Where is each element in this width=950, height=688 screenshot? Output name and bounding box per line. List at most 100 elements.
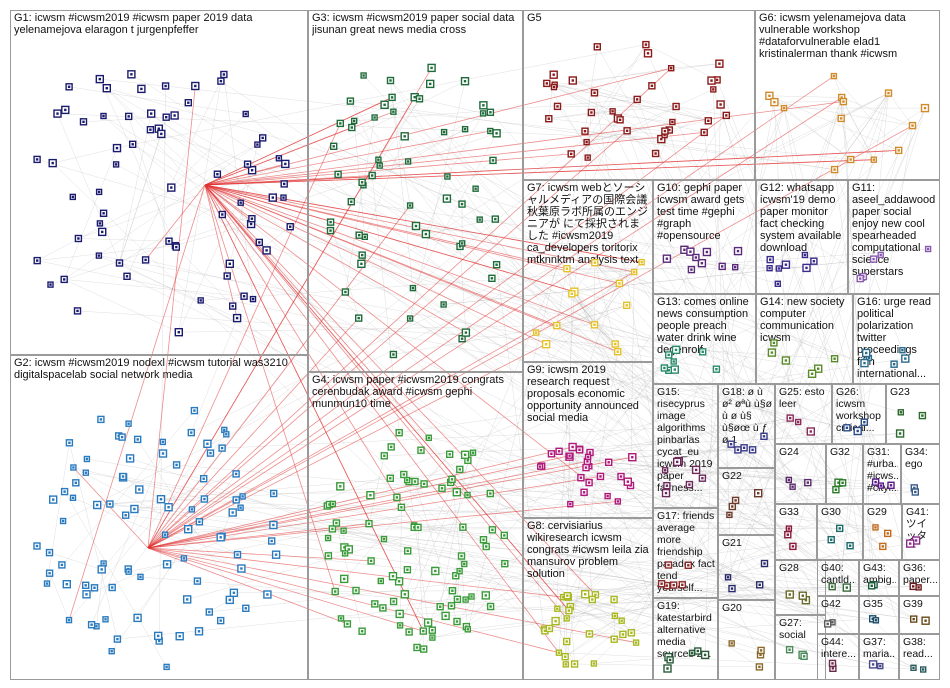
edge (841, 97, 875, 160)
node-core (897, 149, 900, 152)
node-core (84, 471, 87, 474)
edge (771, 97, 842, 353)
edge (496, 264, 545, 629)
node-core (848, 544, 852, 547)
node-core (787, 478, 790, 482)
node-core (455, 620, 459, 623)
node-core (98, 222, 102, 225)
node-core (688, 483, 691, 486)
edge (556, 325, 914, 620)
node-core (167, 240, 171, 243)
node-core (666, 667, 669, 670)
edge (566, 268, 689, 566)
node-core (565, 640, 568, 643)
edge (63, 148, 118, 280)
node-core (715, 368, 718, 371)
edge (557, 593, 586, 609)
node-core (328, 503, 331, 506)
edge (666, 108, 785, 486)
node-core (175, 463, 178, 467)
node-core (335, 521, 338, 525)
node-core (327, 554, 330, 557)
node-core (626, 480, 629, 483)
node-core (683, 248, 686, 251)
edge (443, 131, 843, 483)
node-core (98, 77, 101, 81)
node-core (445, 197, 449, 200)
highlight-edge (204, 97, 393, 186)
edge (259, 242, 571, 607)
node-core (167, 506, 170, 509)
node-core (787, 527, 791, 530)
node-core (235, 316, 239, 320)
node-core (817, 367, 820, 370)
edge (384, 104, 915, 489)
node-core (667, 353, 670, 357)
node-core (60, 563, 64, 567)
edge (106, 88, 252, 225)
node-core (266, 593, 269, 596)
node-core (369, 559, 373, 563)
edge (783, 108, 914, 587)
node-core (159, 498, 163, 501)
highlight-edge (147, 205, 411, 549)
node-core (644, 43, 648, 46)
node-core (719, 103, 722, 106)
edge (614, 358, 906, 616)
node-core (751, 448, 754, 451)
edge (371, 175, 400, 433)
node-core (76, 309, 79, 313)
node-core (289, 225, 292, 228)
edge (412, 287, 805, 657)
node-core (495, 263, 498, 266)
edge (99, 78, 851, 160)
edge (769, 125, 913, 269)
edge (64, 491, 167, 668)
edge (203, 478, 733, 589)
edge (778, 101, 844, 269)
node-core (389, 79, 392, 82)
edge (406, 479, 487, 547)
edge (350, 100, 461, 247)
edge (608, 462, 916, 493)
node-core (582, 491, 586, 494)
node-core (494, 217, 497, 221)
edge (345, 117, 375, 293)
edge (594, 262, 620, 284)
node-core (414, 224, 418, 228)
node-core (797, 420, 800, 424)
edge (558, 451, 571, 505)
node-core (636, 98, 639, 101)
node-core (383, 103, 386, 106)
node-core (124, 514, 127, 517)
node-core (758, 583, 761, 586)
edge (570, 278, 861, 607)
node-core (802, 655, 806, 658)
node-core (556, 105, 559, 108)
node-core (190, 508, 194, 511)
node-core (63, 278, 66, 281)
edge (669, 129, 791, 595)
edge (544, 599, 615, 632)
node-core (768, 267, 771, 270)
node-core (620, 619, 623, 622)
edge (419, 98, 484, 114)
node-core (49, 283, 52, 286)
edge (69, 86, 246, 115)
node-core (491, 528, 494, 531)
node-core (478, 218, 481, 221)
edge (691, 93, 889, 653)
node-core (887, 91, 890, 95)
node-core (730, 642, 733, 645)
node-core (178, 635, 181, 638)
node-core (219, 536, 222, 539)
node-core (872, 158, 875, 161)
edge (46, 410, 195, 584)
node-core (490, 277, 494, 280)
edge (633, 271, 832, 540)
node-core (660, 137, 663, 141)
node-core (668, 128, 671, 132)
node-core (833, 168, 836, 171)
edge (451, 479, 790, 650)
edge (553, 86, 613, 112)
